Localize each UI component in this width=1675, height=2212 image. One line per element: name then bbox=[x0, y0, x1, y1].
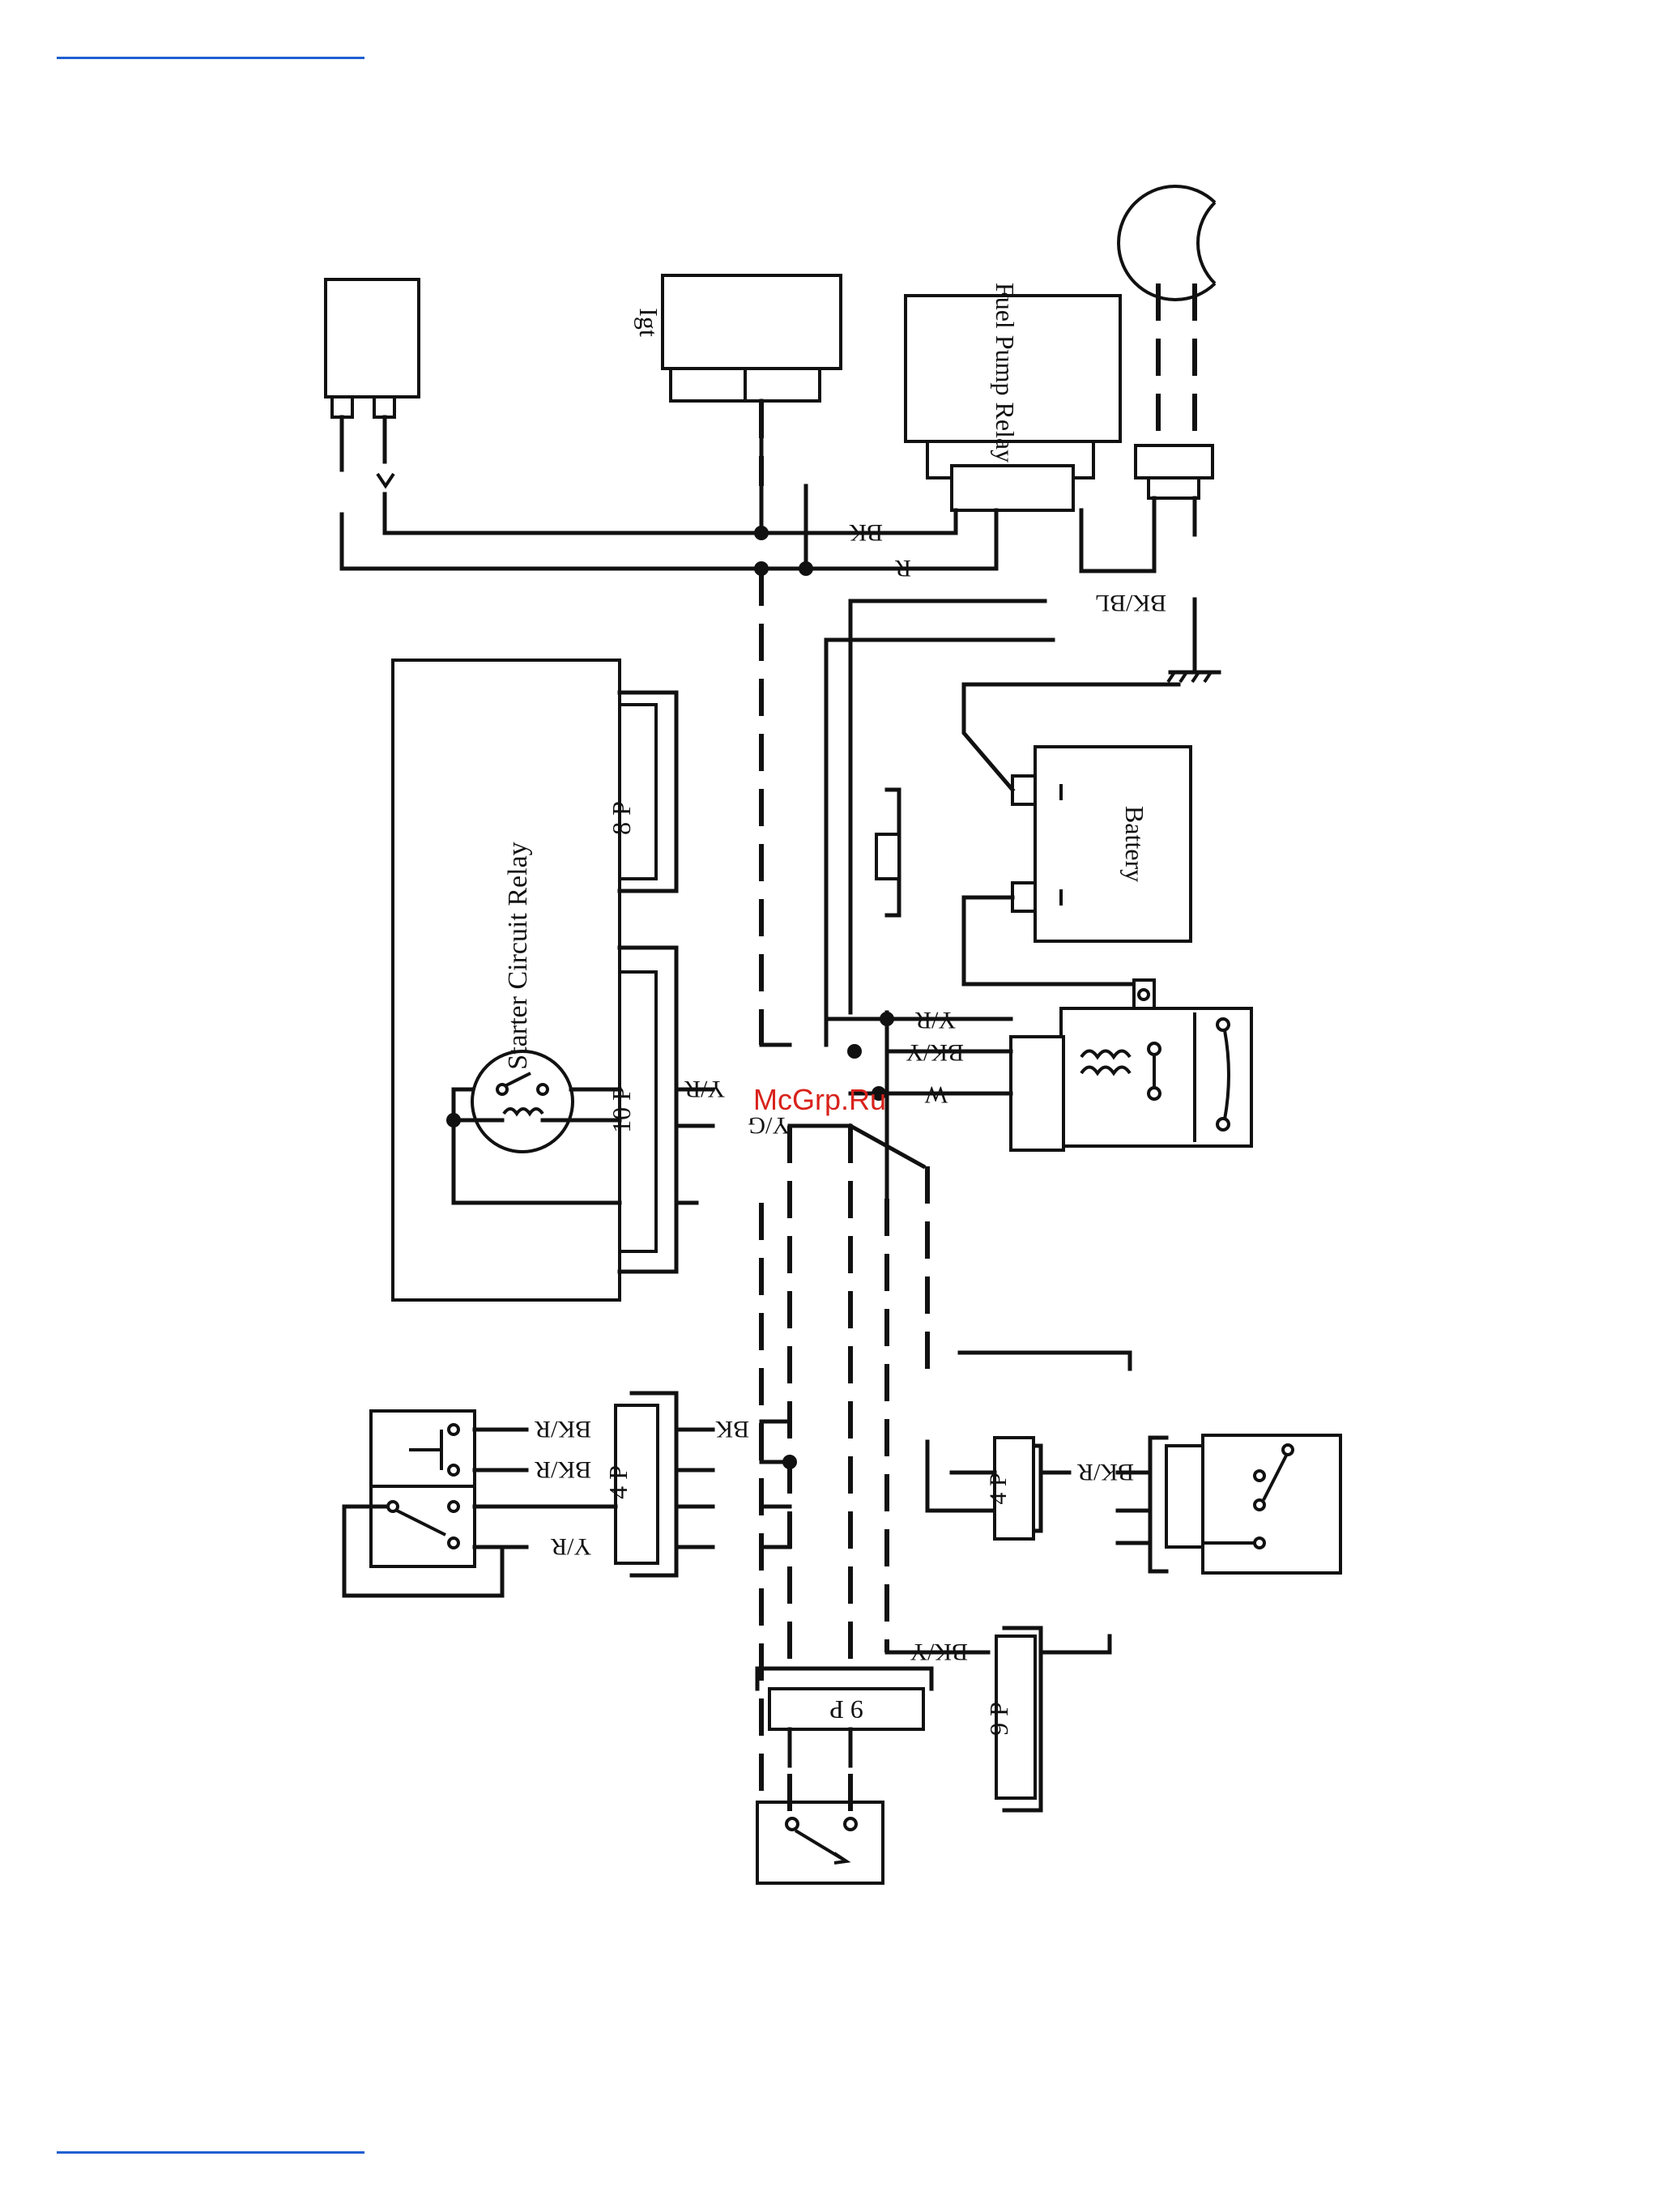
wire-label-r-top: R bbox=[895, 555, 911, 582]
wire-label-bk-4p: BK bbox=[715, 1416, 749, 1443]
connector-4p-right-label: 4 P bbox=[985, 1473, 1012, 1504]
starter-relay bbox=[1011, 980, 1251, 1150]
right-switch-block bbox=[1150, 1435, 1340, 1573]
bottom-switch bbox=[757, 1774, 883, 1883]
wire-label-y-r-junction: Y/R bbox=[915, 1007, 956, 1034]
fuel-pump-motor bbox=[1119, 186, 1215, 498]
connector-9p-a-label: 9 P bbox=[829, 1695, 863, 1724]
top-left-component bbox=[326, 279, 419, 486]
starter-circuit-relay-label: Starter Circuit Relay bbox=[503, 842, 533, 1069]
connector-10p-label: 10 P bbox=[607, 1086, 636, 1133]
connector-4p-right: 4 P bbox=[985, 1438, 1041, 1539]
starter-circuit-relay: 8 P 10 P Starter Circuit Relay bbox=[393, 660, 676, 1300]
watermark: McGrp.Ru bbox=[753, 1083, 886, 1116]
fuel-pump-relay: Fuel Pump Relay bbox=[906, 283, 1120, 510]
connector-8p-label: 8 P bbox=[607, 801, 636, 835]
igniter-unit: Igt bbox=[634, 275, 841, 401]
battery: Battery bbox=[1012, 747, 1191, 941]
battery-label: Battery bbox=[1120, 806, 1149, 882]
wire-label-y-r-4p: Y/R bbox=[551, 1533, 591, 1560]
connector-9p-a: 9 P bbox=[757, 1669, 931, 1729]
left-switch-block bbox=[344, 1411, 502, 1596]
connector-4p-left: 4 P bbox=[603, 1393, 676, 1575]
wire-label-bk-y-junction: BK/Y bbox=[906, 1039, 964, 1066]
connector-9p-b-label: 9 P bbox=[984, 1702, 1013, 1736]
wire-label-bk-r-1: BK/R bbox=[535, 1416, 591, 1443]
wire-label-bk-bl: BK/BL bbox=[1095, 590, 1166, 616]
wire-label-bk-top: BK bbox=[849, 519, 883, 546]
wire-label-w-junction: W bbox=[924, 1081, 948, 1108]
igniter-label: Igt bbox=[634, 308, 663, 337]
wire-label-bk-r-2: BK/R bbox=[535, 1456, 591, 1483]
wire-label-bk-y-9p: BK/Y bbox=[910, 1639, 968, 1665]
connector-9p-b: 9 P bbox=[984, 1628, 1041, 1810]
fuel-pump-relay-label: Fuel Pump Relay bbox=[991, 283, 1020, 462]
wire-label-y-r-starter: Y/R bbox=[684, 1076, 725, 1102]
fuse bbox=[876, 790, 899, 915]
connector-4p-left-label: 4 P bbox=[603, 1465, 633, 1499]
